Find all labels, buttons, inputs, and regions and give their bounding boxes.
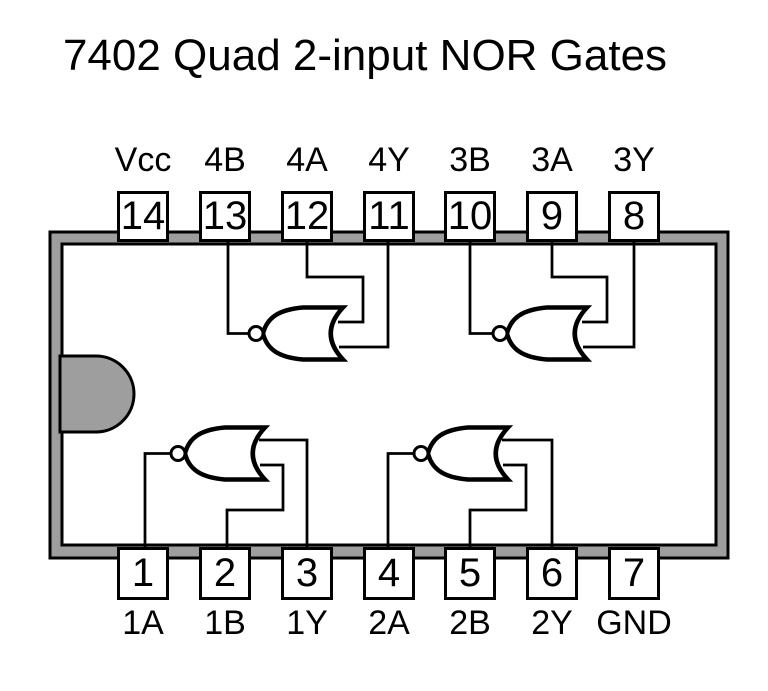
pin-name-2y: 2Y [531,604,573,642]
chip-notch [58,354,136,434]
pin-box-14: 14 [117,191,169,242]
pin-name-4y: 4Y [368,141,410,179]
wire-pin11-gate4-input-lower [339,242,390,349]
pin-box-5: 5 [444,547,496,600]
pin-box-1: 1 [117,547,169,600]
pin-name-3a: 3A [531,141,573,179]
wire-pin1-gate1-output [143,452,171,547]
pin-name-1y: 1Y [286,604,328,642]
nor-gate-3-symbol [504,305,593,362]
wire-pin8-gate3-input-lower [583,242,636,349]
pin-box-10: 10 [444,191,496,242]
pin-name-gnd: GND [596,604,672,642]
pin-box-12: 12 [281,191,333,242]
pin-box-3: 3 [281,547,333,600]
pin-name-4a: 4A [286,141,328,179]
pin-box-6: 6 [526,547,578,600]
nor-gate-4-bubble [247,325,265,342]
wire-pin9-gate3-input-upper [550,242,609,324]
pin-box-11: 11 [363,191,415,242]
pin-name-3b: 3B [449,141,491,179]
wire-pin10-gate3-output [468,242,493,335]
wire-pin4-gate2-output [386,452,414,547]
wire-pin12-gate4-input-upper [305,242,365,324]
wire-pin6-gate2-input-upper [502,438,554,547]
nor-gate-4-symbol [260,305,349,362]
wire-pin13-gate4-output [226,242,249,335]
wire-pin2-gate1-input-lower [225,463,285,547]
pin-name-1a: 1A [122,604,164,642]
nor-gate-2-bubble [412,445,430,462]
pin-box-2: 2 [199,547,251,600]
pin-box-7: 7 [608,547,660,600]
nor-gate-2-symbol [425,425,514,482]
pin-name-3y: 3Y [613,141,655,179]
pin-box-13: 13 [199,191,251,242]
wire-pin5-gate2-input-lower [468,463,528,547]
nor-gate-1-symbol [182,425,271,482]
pin-box-8: 8 [608,191,660,242]
nor-gate-3-bubble [491,325,509,342]
pin-name-2b: 2B [449,604,491,642]
pin-name-1b: 1B [204,604,246,642]
pin-name-2a: 2A [368,604,410,642]
diagram-title: 7402 Quad 2-input NOR Gates [62,31,668,80]
wire-pin3-gate1-input-upper [259,438,309,547]
nor-gate-1-bubble [169,445,187,462]
pin-box-9: 9 [526,191,578,242]
pin-box-4: 4 [363,547,415,600]
pin-name-vcc: Vcc [114,141,172,179]
pin-name-4b: 4B [204,141,246,179]
